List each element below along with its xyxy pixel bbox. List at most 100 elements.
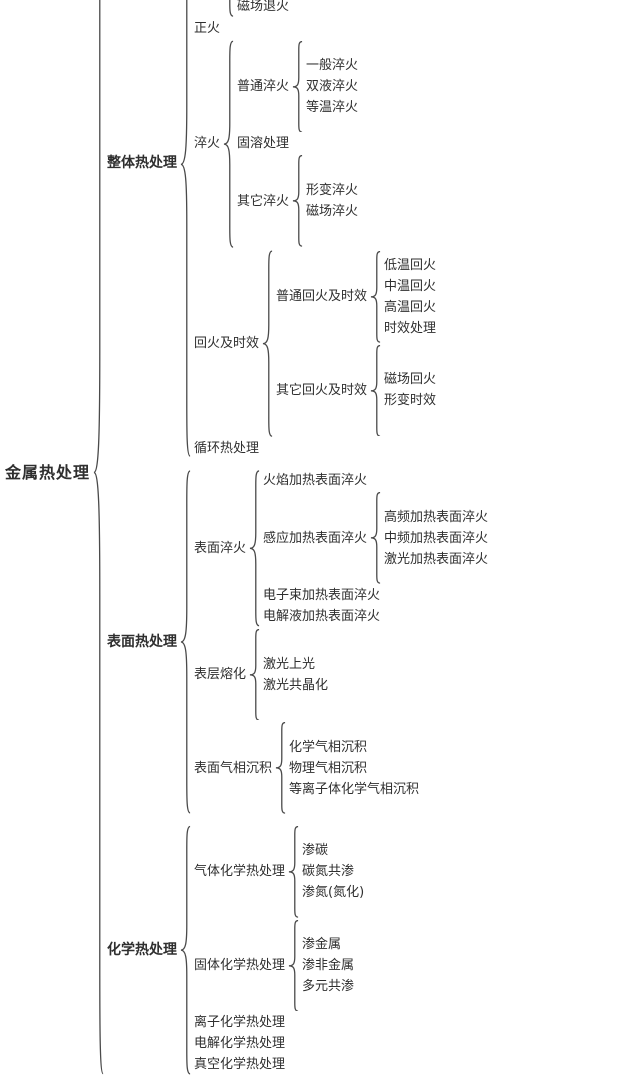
tree-node-label: 气体化学热处理 <box>194 864 286 880</box>
children-group: 渗碳碳氮共渗渗氮(氮化) <box>300 840 366 903</box>
tree-node: 高频加热表面淬火 <box>382 508 490 527</box>
tree-node-label: 回火及时效 <box>194 336 260 352</box>
tree-node: 其它回火及时效磁场回火形变时效 <box>274 345 438 437</box>
tree-node-label: 其它淬火 <box>237 193 290 209</box>
tree-node-label: 多元共渗 <box>302 979 355 995</box>
tree-node: 循环热处理 <box>192 439 438 458</box>
tree-node: 气体化学热处理渗碳碳氮共渗渗氮(氮化) <box>192 826 366 918</box>
tree-node-label: 形变淬火 <box>306 183 359 199</box>
tree-node: 电解化学热处理 <box>192 1034 366 1053</box>
tree-node: 固体化学热处理渗金属渗非金属多元共渗 <box>192 920 366 1012</box>
tree-node-label: 物理气相沉积 <box>289 760 368 776</box>
tree-node: 火焰加热表面淬火 <box>261 471 490 490</box>
brace-icon <box>370 345 381 437</box>
tree-node: 渗金属 <box>300 935 356 954</box>
tree-node-label: 火焰加热表面淬火 <box>263 473 368 489</box>
tree-node: 渗非金属 <box>300 956 356 975</box>
tree-node: 磁场淬火 <box>304 202 360 221</box>
tree-node-label: 真空化学热处理 <box>194 1057 286 1073</box>
tree-node-label: 普通淬火 <box>237 78 290 94</box>
tree-node-label: 中频加热表面淬火 <box>384 530 489 546</box>
brace-icon <box>180 0 191 459</box>
brace-icon <box>370 251 381 343</box>
tree-node-label: 正火 <box>194 20 221 36</box>
tree-node: 碳氮共渗 <box>300 862 366 881</box>
brace-icon <box>292 41 303 133</box>
tree-node-label: 表面气相沉积 <box>194 760 273 776</box>
tree-node: 表面气相沉积化学气相沉积物理气相沉积等离子体化学气相沉积 <box>192 722 490 814</box>
tree-node: 电解液加热表面淬火 <box>261 607 490 626</box>
children-group: 高频加热表面淬火中频加热表面淬火激光加热表面淬火 <box>382 507 490 570</box>
tree-node-label: 形变时效 <box>384 393 437 409</box>
children-group: 气体化学热处理渗碳碳氮共渗渗氮(氮化)固体化学热处理渗金属渗非金属多元共渗离子化… <box>192 825 366 1075</box>
metal-heat-treatment-diagram: 金属热处理整体热处理退火再结晶退火扩散退火去应力退火石墨化退火完全退火球化退火磁… <box>5 0 488 944</box>
tree-node-label: 高频加热表面淬火 <box>384 509 489 525</box>
children-group: 一般淬火双液淬火等温淬火 <box>304 55 360 118</box>
children-group: 火焰加热表面淬火感应加热表面淬火高频加热表面淬火中频加热表面淬火激光加热表面淬火… <box>261 470 490 627</box>
tree-node-label: 普通回火及时效 <box>276 289 368 305</box>
tree-node-label: 渗碳 <box>302 843 329 859</box>
children-group: 低温回火中温回火高温回火时效处理 <box>382 255 438 339</box>
tree-node-label: 表面淬火 <box>194 541 247 556</box>
tree-node: 其它淬火形变淬火磁场淬火 <box>235 155 360 247</box>
children-group: 普通淬火一般淬火双液淬火等温淬火固溶处理其它淬火形变淬火磁场淬火 <box>235 40 360 248</box>
brace-icon <box>223 40 234 248</box>
tree-node-label: 表层熔化 <box>194 667 247 683</box>
tree-node-label: 离子化学热处理 <box>194 1015 286 1031</box>
tree-node: 等温淬火 <box>304 98 360 117</box>
tree-node-label: 低温回火 <box>384 257 437 273</box>
tree-node-label: 磁场退火 <box>237 0 290 14</box>
children-group: 化学气相沉积物理气相沉积等离子体化学气相沉积 <box>287 737 421 800</box>
children-group: 整体热处理退火再结晶退火扩散退火去应力退火石墨化退火完全退火球化退火磁场退火正火… <box>105 0 490 1080</box>
children-group: 形变淬火磁场淬火 <box>304 180 360 222</box>
tree-node: 淬火普通淬火一般淬火双液淬火等温淬火固溶处理其它淬火形变淬火磁场淬火 <box>192 40 438 248</box>
brace-icon <box>93 0 104 1080</box>
tree-node-label: 一般淬火 <box>306 57 359 73</box>
tree-node: 一般淬火 <box>304 56 360 75</box>
tree-node-label: 循环热处理 <box>194 441 260 457</box>
tree-node: 形变时效 <box>382 391 438 410</box>
root-label: 金属热处理 <box>5 462 91 482</box>
children-group: 磁场回火形变时效 <box>382 369 438 411</box>
tree-node: 普通淬火一般淬火双液淬火等温淬火 <box>235 41 360 133</box>
brace-icon <box>180 469 191 815</box>
tree-node-label: 感应加热表面淬火 <box>263 530 368 546</box>
brace-icon <box>288 826 299 918</box>
tree-node: 渗氮(氮化) <box>300 883 366 902</box>
brace-icon <box>249 470 260 627</box>
tree-node-label: 电子束加热表面淬火 <box>263 587 381 603</box>
tree-node: 表面淬火火焰加热表面淬火感应加热表面淬火高频加热表面淬火中频加热表面淬火激光加热… <box>192 470 490 627</box>
tree-node-label: 双液淬火 <box>306 78 359 94</box>
tree-node-label: 淬火 <box>194 136 221 152</box>
tree-node-label: 碳氮共渗 <box>302 864 355 880</box>
tree-node-label: 固体化学热处理 <box>194 958 286 974</box>
tree-node-label: 激光上光 <box>263 656 316 672</box>
tree-node: 化学气相沉积 <box>287 738 421 757</box>
tree-node-label: 激光加热表面淬火 <box>384 551 489 567</box>
tree-node: 时效处理 <box>382 319 438 338</box>
tree-node: 真空化学热处理 <box>192 1055 366 1074</box>
tree-node: 固溶处理 <box>235 134 360 153</box>
children-group: 激光上光激光共晶化 <box>261 654 330 696</box>
brace-icon <box>288 920 299 1012</box>
tree-node: 中频加热表面淬火 <box>382 529 490 548</box>
tree-node-label: 渗金属 <box>302 937 342 953</box>
tree-node-label: 化学气相沉积 <box>289 739 368 755</box>
tree-node: 渗碳 <box>300 841 366 860</box>
brace-icon <box>180 825 191 1075</box>
tree-node: 普通回火及时效低温回火中温回火高温回火时效处理 <box>274 251 438 343</box>
tree-node-label: 其它回火及时效 <box>276 382 368 398</box>
tree-node-label: 磁场淬火 <box>306 204 359 220</box>
brace-icon <box>262 250 273 437</box>
tree-node: 物理气相沉积 <box>287 759 421 778</box>
tree-node: 退火再结晶退火扩散退火去应力退火石墨化退火完全退火球化退火磁场退火 <box>192 0 438 17</box>
brace-icon <box>249 629 260 721</box>
tree-node-label: 渗非金属 <box>302 958 355 974</box>
tree-node: 激光共晶化 <box>261 676 330 695</box>
tree-node-label: 等温淬火 <box>306 99 359 115</box>
tree-node: 表层熔化激光上光激光共晶化 <box>192 629 490 721</box>
tree-node-label: 渗氮(氮化) <box>302 885 365 901</box>
tree-node-label: 表面热处理 <box>107 633 178 650</box>
tree-node: 磁场退火 <box>235 0 304 16</box>
tree-node-label: 固溶处理 <box>237 136 290 152</box>
